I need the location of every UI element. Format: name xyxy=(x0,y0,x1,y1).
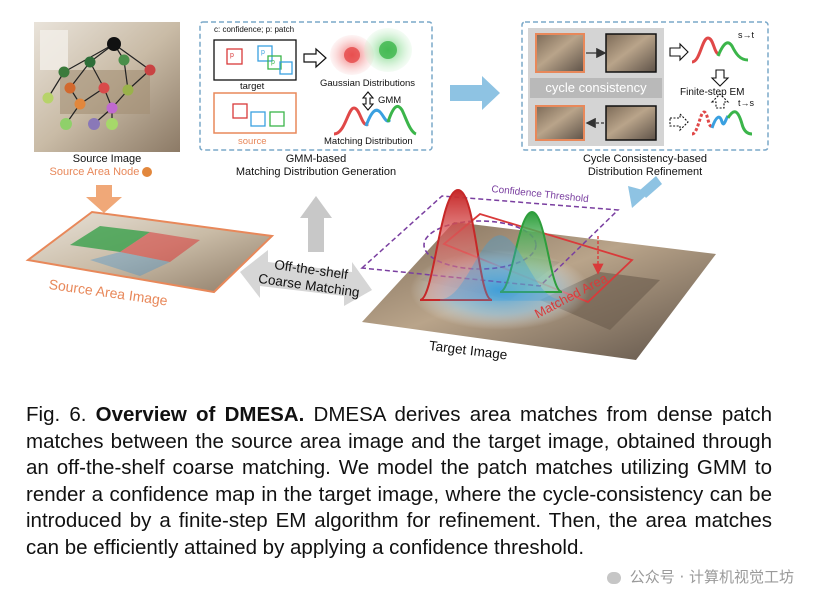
source-label: source xyxy=(238,136,267,147)
cycle-caption: Cycle Consistency-based Distribution Ref… xyxy=(522,153,768,179)
green-peak xyxy=(499,210,563,293)
cycle-caption-line2: Distribution Refinement xyxy=(587,166,703,178)
matching-label: Matching Distribution xyxy=(324,136,413,147)
gmm-legend: c: confidence; p: patch xyxy=(214,25,295,34)
source-image xyxy=(34,22,180,152)
figure-caption: Fig. 6. Overview of DMESA. DMESA derives… xyxy=(26,402,772,561)
cycle-images xyxy=(535,33,657,141)
down-left-arrow-blue xyxy=(628,176,662,208)
em-label: Finite-step EM xyxy=(680,87,745,98)
right-arrow-blue xyxy=(450,76,500,110)
source-area-image xyxy=(25,210,275,294)
st-curves xyxy=(691,36,749,64)
cycle-caption-line1: Cycle Consistency-based xyxy=(582,153,708,165)
figure-body: DMESA derives area matches from dense pa… xyxy=(26,403,773,559)
gmm-label: GMM xyxy=(378,95,402,106)
down-arrow-orange xyxy=(86,185,122,213)
cycle-box xyxy=(521,21,769,151)
orange-node-icon xyxy=(142,167,153,178)
source-area-node-label: Source Area Node xyxy=(36,166,166,178)
matching-distribution-curve xyxy=(333,104,417,136)
watermark-text: 公众号 · 计算机视觉工坊 xyxy=(629,568,794,586)
figure-title: Overview of DMESA. xyxy=(95,403,305,426)
graph-nodes xyxy=(42,37,156,130)
patch-glyph-green: p xyxy=(271,59,275,66)
cycle-arrows-right xyxy=(669,42,730,132)
blue-peak xyxy=(439,235,561,301)
watermark: 公众号 · 计算机视觉工坊 xyxy=(606,566,794,587)
ts-label: t→s xyxy=(738,98,755,108)
source-image-label: Source Image xyxy=(72,153,142,165)
target-label: target xyxy=(240,81,265,92)
up-arrow-gray xyxy=(300,196,332,252)
red-peak xyxy=(419,188,493,301)
cycle-consistency-badge: cycle consistency xyxy=(530,78,662,98)
source-area-node-text: Source Area Node xyxy=(49,166,140,178)
ts-curves xyxy=(691,110,753,136)
patch-glyph-blue: p xyxy=(261,49,265,56)
gmm-caption-line1: GMM-based xyxy=(285,153,347,165)
gmm-caption: GMM-based Matching Distribution Generati… xyxy=(200,153,432,179)
overview-diagram xyxy=(25,21,769,360)
st-label: s→t xyxy=(738,30,755,40)
gaussian-label: Gaussian Distributions xyxy=(320,78,416,89)
right-arrow-outline xyxy=(303,47,327,69)
patch-glyph-red: p xyxy=(230,52,234,59)
source-patches xyxy=(213,92,297,134)
wechat-icon xyxy=(606,571,621,584)
gmm-updown-arrow xyxy=(361,91,375,111)
gaussian-blobs xyxy=(330,28,412,75)
figure-label: Fig. 6. xyxy=(26,403,87,426)
target-patches xyxy=(213,39,297,81)
gmm-caption-line2: Matching Distribution Generation xyxy=(235,166,397,178)
coarse-matching-arrow xyxy=(240,250,372,306)
gmm-box xyxy=(199,21,433,151)
